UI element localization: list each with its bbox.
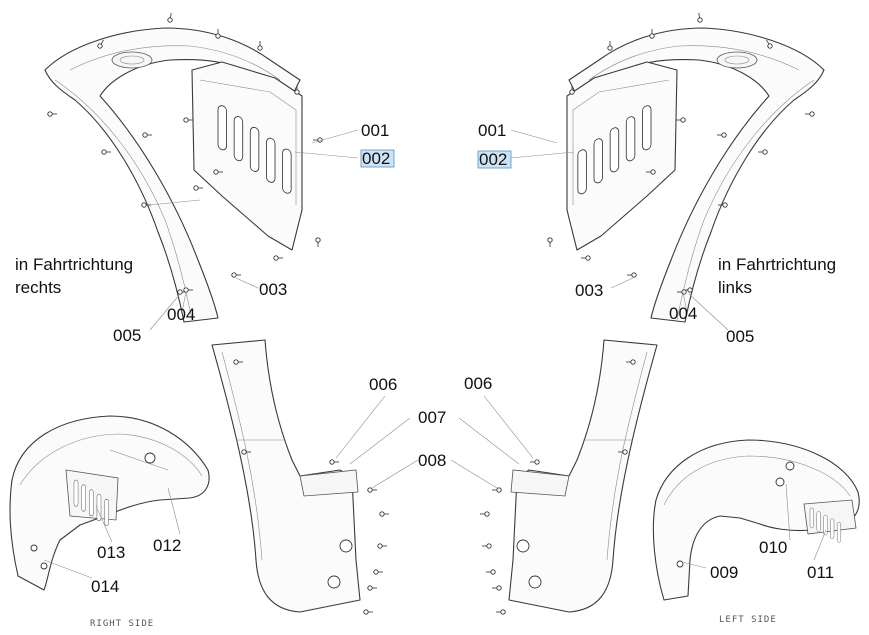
caption-left-side: LEFT SIDE xyxy=(719,615,777,625)
lower-fender-left-group xyxy=(479,339,658,615)
label-003-right[interactable]: 003 xyxy=(259,280,287,299)
caption-right-side: RIGHT SIDE xyxy=(90,619,154,629)
label-003-left[interactable]: 003 xyxy=(575,281,603,300)
label-002-left[interactable]: 002 xyxy=(479,150,507,169)
label-004-right[interactable]: 004 xyxy=(167,305,195,324)
label-006-left[interactable]: 006 xyxy=(464,374,492,393)
highlight-002-left xyxy=(477,150,512,169)
lower-fender-left xyxy=(508,339,658,613)
note-right-line2: rechts xyxy=(15,278,61,297)
label-014[interactable]: 014 xyxy=(91,577,119,596)
leader-lines xyxy=(43,129,827,579)
label-013[interactable]: 013 xyxy=(97,543,125,562)
note-left-line1: in Fahrtrichtung xyxy=(718,255,836,274)
label-011[interactable]: 011 xyxy=(807,563,834,582)
upper-fender-left-group xyxy=(547,12,825,323)
lower-fender-right xyxy=(211,339,361,613)
rear-fender-left-group xyxy=(652,439,860,601)
note-right-line1: in Fahrtrichtung xyxy=(15,255,133,274)
rear-fender-right-group xyxy=(9,415,210,591)
label-010[interactable]: 010 xyxy=(759,538,787,557)
label-004-left[interactable]: 004 xyxy=(669,304,697,323)
label-002-right[interactable]: 002 xyxy=(362,149,390,168)
label-001-right[interactable]: 001 xyxy=(361,121,389,140)
label-012[interactable]: 012 xyxy=(153,536,181,555)
label-008[interactable]: 008 xyxy=(418,451,446,470)
label-005-left[interactable]: 005 xyxy=(726,327,754,346)
upper-fender-right-group xyxy=(44,12,323,323)
highlight-002-right xyxy=(360,149,395,168)
label-009[interactable]: 009 xyxy=(710,563,738,582)
label-007[interactable]: 007 xyxy=(418,408,446,427)
note-left-line2: links xyxy=(718,278,752,297)
label-001-left[interactable]: 001 xyxy=(478,121,506,140)
lower-fender-right-group xyxy=(211,339,390,615)
label-006-right[interactable]: 006 xyxy=(369,375,397,394)
label-005-right[interactable]: 005 xyxy=(113,326,141,345)
